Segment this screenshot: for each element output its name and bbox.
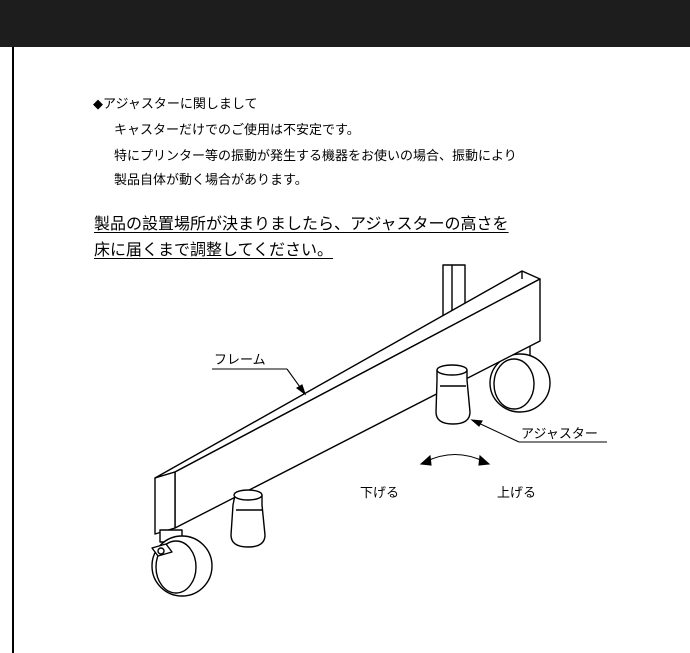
- adjuster-leader-arrowhead: [470, 419, 483, 427]
- adjuster-foot: [435, 364, 471, 425]
- frame-bar: [154, 270, 541, 535]
- left-border-line: [12, 47, 14, 653]
- front-adjuster-foot: [230, 489, 266, 548]
- notice-line-1: キャスターだけでのご使用は不安定です。: [114, 123, 360, 138]
- notice-heading: ◆アジャスターに関しまして: [93, 97, 258, 112]
- frame-leader-arrowhead: [296, 384, 307, 396]
- adjuster-label: アジャスター: [521, 427, 598, 442]
- frame-label: フレーム: [214, 353, 266, 368]
- front-left-caster: [151, 529, 213, 597]
- notice-line-2: 特にプリンター等の振動が発生する機器をお使いの場合、振動により: [114, 149, 517, 164]
- rotation-arrowhead-left: [419, 454, 432, 466]
- warning-line-1: 製品の設置場所が決まりましたら、アジャスターの高さを: [94, 214, 509, 233]
- header-band: [0, 0, 690, 47]
- raise-label: 上げる: [497, 486, 536, 501]
- lower-label: 下げる: [360, 486, 399, 501]
- rotation-arc: [424, 454, 486, 463]
- rotation-arrowhead-right: [478, 454, 491, 466]
- notice-line-3: 製品自体が動く場合があります。: [114, 173, 308, 188]
- warning-line-2: 床に届くまで調整してください。: [94, 240, 334, 259]
